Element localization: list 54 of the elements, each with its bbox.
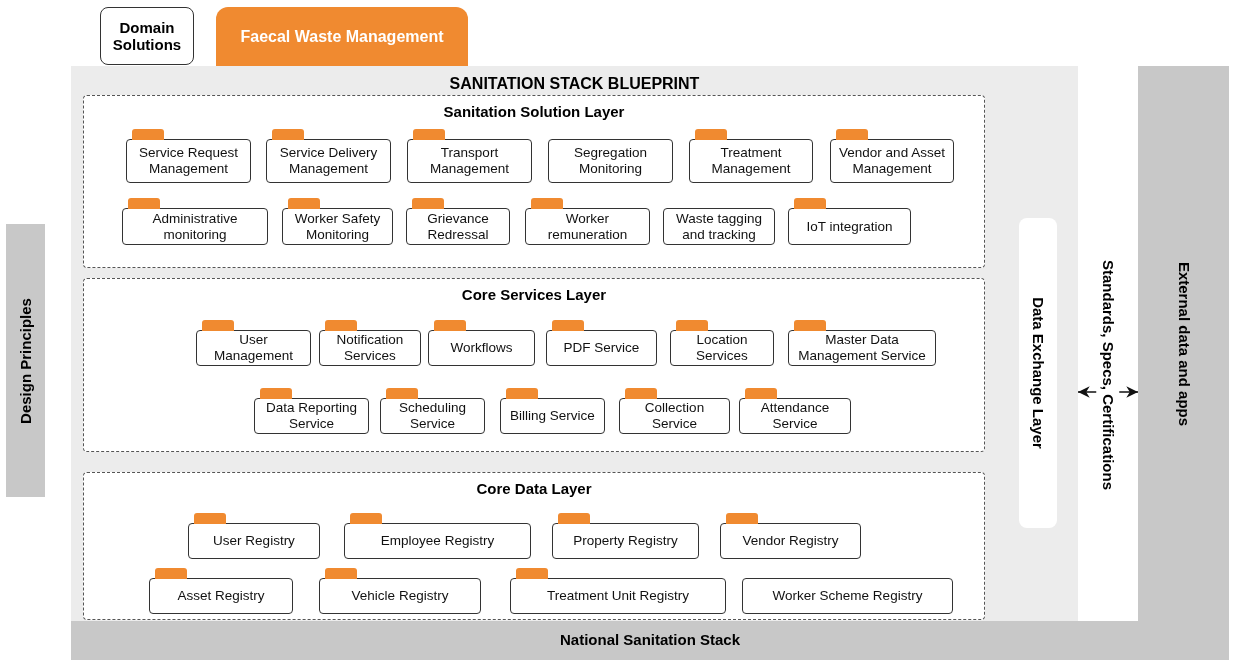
vertical-label: Design Principles	[15, 297, 35, 424]
module-label: Service Request Management	[137, 145, 240, 177]
module-label: Billing Service	[509, 408, 596, 424]
module-label: Workflows	[449, 340, 514, 356]
category-label: Domain Solutions	[111, 19, 183, 53]
module-label: Vendor Registry	[741, 533, 840, 549]
side-bar	[1138, 66, 1229, 621]
module-label: Treatment Unit Registry	[545, 588, 690, 604]
module-label: Segregation Monitoring	[573, 145, 648, 177]
module-label: Vehicle Registry	[350, 588, 450, 604]
layer-title: Core Services Layer	[461, 285, 607, 305]
module-box	[548, 139, 673, 183]
module-label: Location Services	[695, 332, 749, 364]
module-label: Employee Registry	[379, 533, 496, 549]
layer-title: Sanitation Solution Layer	[443, 102, 625, 122]
module-label: PDF Service	[562, 340, 641, 356]
layer-title: SANITATION STACK BLUEPRINT	[449, 74, 700, 94]
module-label: Transport Management	[429, 145, 510, 177]
module-label: Scheduling Service	[398, 400, 467, 432]
layer-title: Core Data Layer	[476, 479, 592, 499]
stack-label: National Sanitation Stack	[559, 630, 740, 651]
module-label: Worker remuneration	[546, 210, 629, 243]
layer-container	[83, 472, 985, 620]
module-label: Administrative monitoring	[151, 210, 239, 243]
module-label: Service Delivery Management	[278, 145, 379, 177]
module-label: Worker Scheme Registry	[771, 588, 924, 604]
vertical-label: External data and apps	[1174, 261, 1194, 426]
module-label: Data Reporting Service	[265, 400, 358, 432]
category-tab	[216, 7, 468, 66]
layer-container	[83, 95, 985, 268]
side-bar	[6, 224, 45, 497]
module-label: Vendor and Asset Management	[838, 145, 946, 177]
module-label: Notification Services	[335, 332, 405, 364]
module-box	[663, 208, 775, 245]
module-label: Treatment Management	[710, 145, 792, 177]
module-label: Attendance Service	[759, 400, 831, 432]
module-label: IoT integration	[805, 218, 894, 235]
base-band	[71, 621, 1229, 660]
module-label: Waste tagging and tracking	[675, 210, 763, 243]
vertical-label: Data Exchange Layer	[1029, 297, 1049, 449]
module-label: Master Data Management Service	[797, 332, 927, 364]
module-box	[742, 578, 953, 614]
module-label: User Management	[213, 332, 294, 364]
category-label: Faecal Waste Management	[240, 26, 444, 47]
edge-label: Standards, Specs, Certifications	[1096, 259, 1120, 491]
module-label: Grievance Redressal	[426, 210, 490, 243]
layer-container	[83, 278, 985, 452]
category-box	[100, 7, 194, 65]
module-label: Collection Service	[643, 400, 706, 432]
module-label: User Registry	[212, 533, 296, 549]
module-label: Property Registry	[572, 533, 679, 549]
module-label: Asset Registry	[176, 588, 266, 604]
blueprint-panel	[71, 66, 1078, 621]
module-label: Worker Safety Monitoring	[293, 210, 382, 243]
